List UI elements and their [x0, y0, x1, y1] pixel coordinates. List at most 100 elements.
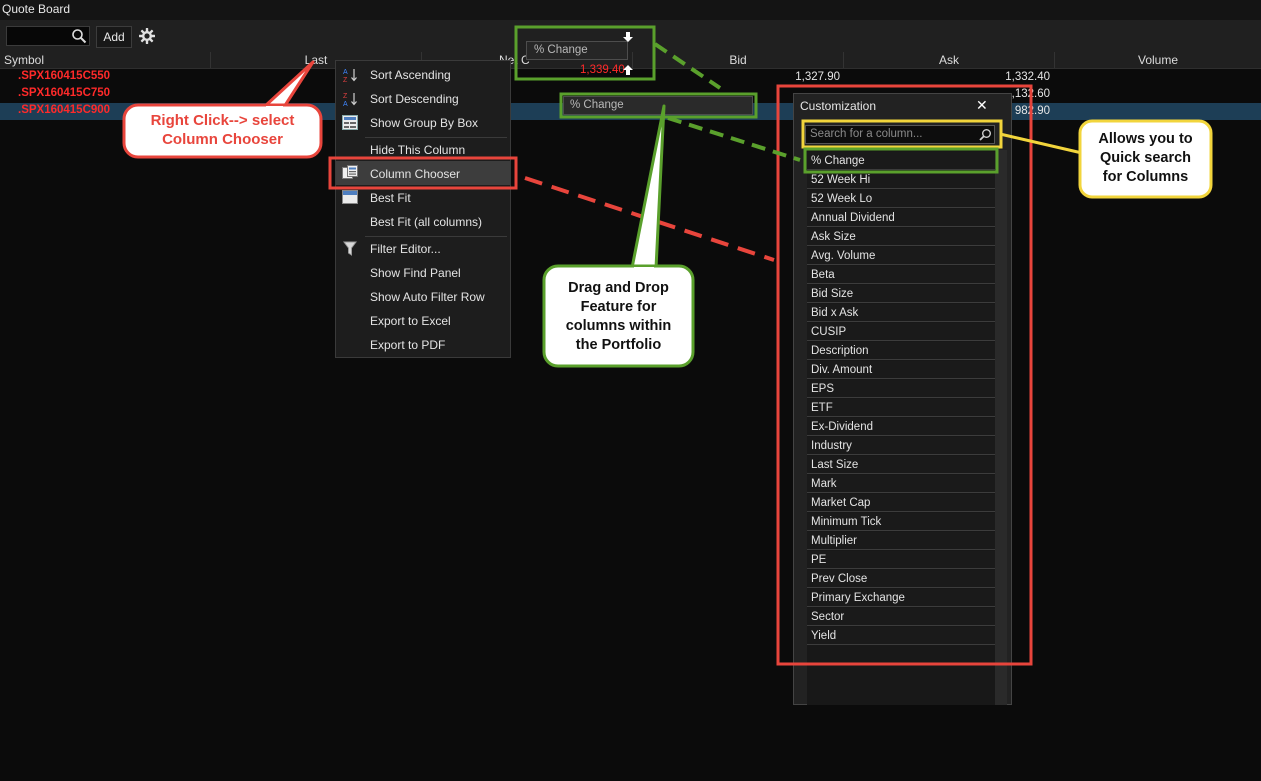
column-list-item[interactable]: Market Cap [807, 494, 995, 512]
ask-cell: 1,332.40 [1005, 71, 1050, 83]
customization-highlight [776, 84, 1033, 666]
menu-separator [365, 137, 507, 138]
column-list-item[interactable]: Ex-Dividend [807, 418, 995, 436]
search-highlight [801, 119, 1003, 149]
menu-item-filter-editor[interactable]: Filter Editor... [370, 242, 441, 256]
search-icon [979, 129, 991, 141]
red-callout-box [122, 103, 323, 159]
quick-search-callout: Allows you to Quick search for Columns [1082, 130, 1209, 187]
column-list-item[interactable]: ETF [807, 399, 995, 417]
column-list-item[interactable]: % Change [807, 152, 995, 170]
menu-item-export-to-excel[interactable]: Export to Excel [370, 314, 451, 328]
customization-title: Customization [800, 99, 877, 113]
red-dashed-line [524, 176, 775, 262]
column-list-item[interactable]: Industry [807, 437, 995, 455]
menu-item-highlight [336, 161, 510, 185]
green-dashed-line [653, 42, 722, 90]
svg-text:Z: Z [343, 93, 348, 100]
column-list-item[interactable]: 52 Week Hi [807, 171, 995, 189]
column-list-item[interactable]: Mark [807, 475, 995, 493]
column-header-symbol[interactable]: Symbol [0, 52, 211, 68]
dragged-column-header[interactable]: % Change [526, 41, 628, 60]
title-bar [0, 0, 1261, 20]
drag-ghost-highlight [559, 92, 758, 119]
column-list-item[interactable]: Prev Close [807, 570, 995, 588]
callout-line: Right Click--> select [150, 112, 295, 129]
drag-ghost-column[interactable]: % Change [563, 96, 753, 115]
toolbar [0, 20, 1261, 52]
sort-ascending-icon: A Z [343, 69, 357, 83]
best-fit-icon [342, 190, 358, 204]
group-by-box-icon [342, 115, 358, 130]
callout-line: Column Chooser [162, 131, 283, 148]
column-header-volume[interactable]: Volume [1137, 53, 1179, 67]
menu-item-best-fit[interactable]: Best Fit [370, 191, 411, 205]
green-callout-box [542, 264, 695, 368]
column-list-item[interactable]: Primary Exchange [807, 589, 995, 607]
column-list-item[interactable]: Bid Size [807, 285, 995, 303]
green-callout-pointer [630, 104, 666, 270]
column-search-placeholder: Search for a column... [810, 128, 923, 140]
table-row[interactable]: .SPX160415C550 1,327.90 1,332.40 [0, 69, 1261, 86]
callout-line: Quick search [1099, 150, 1192, 166]
column-chooser-icon [342, 165, 358, 179]
dragged-cell-value: 1,339.40 [580, 64, 625, 76]
menu-separator [365, 236, 507, 237]
menu-item-show-auto-filter-row[interactable]: Show Auto Filter Row [370, 290, 485, 304]
search-icon[interactable] [71, 28, 87, 44]
column-header-ask[interactable]: Ask [844, 52, 1055, 68]
drag-header-highlight [514, 25, 656, 81]
green-callout-mask [634, 267, 654, 271]
menu-item-hide-this-column[interactable]: Hide This Column [370, 143, 466, 157]
add-button[interactable]: Add [96, 26, 132, 48]
yellow-line [999, 132, 1083, 155]
sort-descending-icon: Z A [343, 93, 357, 107]
menu-item-best-fit-all[interactable]: Best Fit (all columns) [370, 215, 483, 229]
right-click-callout: Right Click--> select Column Chooser [127, 111, 318, 149]
window-title: Quote Board [2, 2, 71, 16]
close-icon[interactable]: ✕ [976, 97, 988, 113]
column-list-item[interactable]: PE [807, 551, 995, 569]
callout-line: Drag and Drop [568, 280, 669, 296]
callout-line: for Columns [1102, 169, 1189, 185]
yellow-callout-box [1078, 119, 1213, 199]
menu-item-show-find-panel[interactable]: Show Find Panel [370, 266, 461, 280]
callout-line: Feature for [580, 299, 657, 315]
filter-icon [343, 241, 357, 256]
column-header-bid[interactable]: Bid [633, 52, 844, 68]
column-list-item[interactable]: Div. Amount [807, 361, 995, 379]
symbol-cell: .SPX160415C900 [18, 104, 111, 116]
column-list-item[interactable]: 52 Week Lo [807, 190, 995, 208]
column-list-item[interactable]: Minimum Tick [807, 513, 995, 531]
red-callout-pointer [262, 60, 315, 109]
column-list-item[interactable]: Description [807, 342, 995, 360]
red-callout-mask [266, 106, 283, 110]
symbol-search-input[interactable] [6, 26, 90, 46]
column-list-item[interactable]: EPS [807, 380, 995, 398]
gear-icon[interactable] [138, 27, 156, 45]
svg-text:A: A [343, 69, 348, 76]
scrollbar[interactable] [995, 150, 1007, 705]
column-list-item[interactable]: Last Size [807, 456, 995, 474]
column-list-item[interactable]: CUSIP [807, 323, 995, 341]
column-list-item[interactable]: Annual Dividend [807, 209, 995, 227]
column-list-item[interactable]: Yield [807, 627, 995, 645]
column-list-item[interactable]: Multiplier [807, 532, 995, 550]
menu-item-export-to-pdf[interactable]: Export to PDF [370, 338, 446, 352]
first-item-highlight [803, 147, 999, 174]
column-list-item[interactable]: Avg. Volume [807, 247, 995, 265]
menu-item-show-group-by-box[interactable]: Show Group By Box [370, 116, 479, 130]
menu-item-column-chooser[interactable]: Column Chooser [370, 167, 461, 181]
column-list-item[interactable]: Bid x Ask [807, 304, 995, 322]
column-list-item[interactable]: Ask Size [807, 228, 995, 246]
column-search-input[interactable] [805, 125, 995, 144]
drop-arrow-down-icon [623, 32, 633, 42]
drop-arrow-up-icon [623, 65, 633, 75]
column-list-item[interactable]: Beta [807, 266, 995, 284]
menu-item-sort-ascending[interactable]: Sort Ascending [370, 68, 451, 82]
column-list-item[interactable]: Sector [807, 608, 995, 626]
menu-item-sort-descending[interactable]: Sort Descending [370, 92, 459, 106]
callout-line: the Portfolio [575, 337, 662, 353]
symbol-cell: .SPX160415C550 [18, 70, 111, 82]
